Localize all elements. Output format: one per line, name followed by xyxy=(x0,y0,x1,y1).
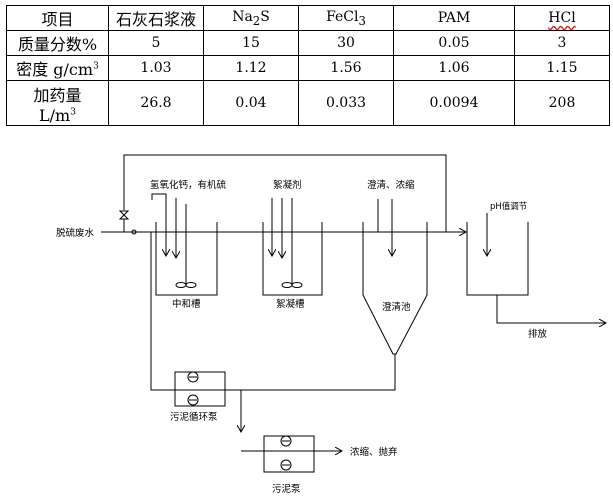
sludge-recycle-pump xyxy=(174,371,226,407)
clarifier-label: 澄清池 xyxy=(382,301,411,313)
flocculant-label: 絮凝剂 xyxy=(273,179,302,191)
table-cell: 0.033 xyxy=(298,80,394,126)
neutralization-reagent-line-1 xyxy=(151,193,166,256)
agitator-icon xyxy=(185,282,197,288)
agitator-icon xyxy=(291,282,303,288)
table-cell: 30 xyxy=(298,30,394,56)
ph-adjustment-tank xyxy=(466,222,529,296)
header-pam: PAM xyxy=(393,5,515,31)
discharge-line xyxy=(496,295,606,323)
agitator-icon xyxy=(175,282,187,288)
header-item: 项目 xyxy=(6,5,109,31)
clarify-concentrate-label: 澄清、浓缩 xyxy=(367,179,415,191)
header-limestone: 石灰石浆液 xyxy=(108,5,204,31)
ph-adjust-label: pH值调节 xyxy=(490,201,528,212)
header-hcl: HCl xyxy=(514,5,610,31)
flocculation-tank-label: 絮凝槽 xyxy=(276,298,305,310)
sludge-recycle-line xyxy=(150,232,396,391)
inlet-junction-icon xyxy=(131,229,137,235)
flocculation-tank xyxy=(262,222,323,296)
pump-icon xyxy=(187,371,199,383)
sludge-recycle-pump-label: 污泥循环泵 xyxy=(170,411,218,423)
pump-icon xyxy=(187,394,199,406)
table-cell: 208 xyxy=(514,80,610,126)
sludge-pump xyxy=(263,435,315,473)
discharge-label: 排放 xyxy=(528,328,548,340)
agitator-icon xyxy=(281,282,293,288)
valve-icon xyxy=(118,210,130,220)
pump-icon xyxy=(280,435,292,447)
neutralization-tank-label: 中和槽 xyxy=(172,298,201,310)
header-fecl3: FeCl3 xyxy=(298,5,394,31)
bypass-line xyxy=(123,154,447,232)
clarifier-tank xyxy=(362,222,428,355)
table-cell: 3 xyxy=(514,30,610,56)
table-header-row: 项目 石灰石浆液 Na2S FeCl3 PAM HCl xyxy=(6,5,610,31)
reagent-table: 项目 石灰石浆液 Na2S FeCl3 PAM HCl 质量分数% 5 15 3… xyxy=(6,5,610,126)
table-cell: 15 xyxy=(203,30,299,56)
neutralization-reagents-label: 氢氧化钙，有机硫 xyxy=(150,179,227,191)
sludge-pump-label: 污泥泵 xyxy=(272,483,301,495)
table-cell: 1.15 xyxy=(514,55,610,81)
sludge-disposal-label: 浓缩、抛弃 xyxy=(350,446,398,458)
inlet-label: 脱硫废水 xyxy=(56,227,95,239)
table-cell: 0.0094 xyxy=(393,80,515,126)
table-cell: 0.04 xyxy=(203,80,299,126)
neutralization-tank xyxy=(155,222,218,296)
table-cell: 1.03 xyxy=(108,55,204,81)
pump-icon xyxy=(280,459,292,471)
table-cell: 1.56 xyxy=(298,55,394,81)
table-cell: 5 xyxy=(108,30,204,56)
table-cell: 26.8 xyxy=(108,80,204,126)
